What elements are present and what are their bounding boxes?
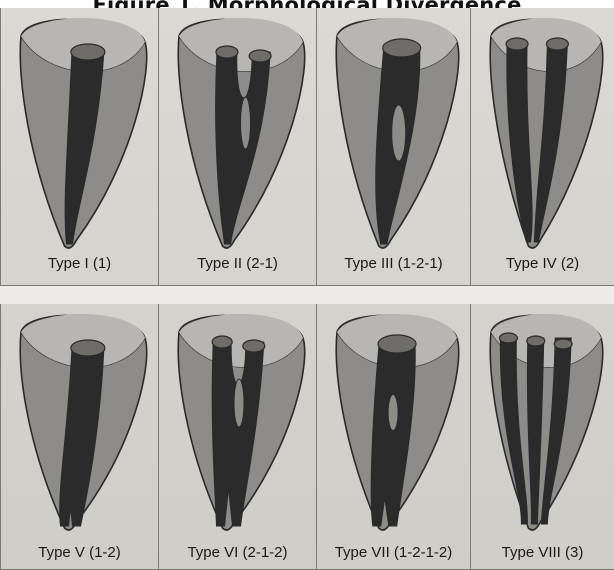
tooth-diagram-type-7	[317, 304, 471, 540]
panel-caption: Type VII (1-2-1-2)	[317, 544, 470, 561]
tooth-diagram-type-5	[1, 304, 159, 540]
panel-type-4: Type IV (2)	[470, 8, 614, 286]
canal-orifice	[249, 50, 271, 62]
root-canal	[371, 344, 415, 526]
tooth-diagram-type-3	[317, 8, 471, 258]
panel-type-5: Type V (1-2)	[0, 304, 158, 570]
panel-caption: Type V (1-2)	[1, 544, 158, 561]
tooth-diagram-type-2	[159, 8, 317, 258]
panel-type-3: Type III (1-2-1)	[316, 8, 470, 286]
diagram-grid: Type I (1) Type II (2-1) Type III (1-2-1…	[0, 8, 614, 570]
panel-type-8: Type VIII (3)	[470, 304, 614, 570]
panel-caption: Type VI (2-1-2)	[159, 544, 316, 561]
canal-orifice	[527, 336, 545, 346]
canal-orifice	[71, 44, 105, 60]
row-separator	[0, 286, 614, 304]
canal-orifice	[243, 340, 265, 352]
canal-orifice	[383, 39, 421, 57]
canal-orifice	[506, 38, 528, 50]
canal-orifice	[378, 335, 416, 353]
canal-orifice	[554, 339, 572, 349]
panel-caption: Type II (2-1)	[159, 255, 316, 272]
canal-orifice	[212, 336, 232, 348]
canal-orifice	[71, 340, 105, 356]
tooth-diagram-type-4	[471, 8, 614, 258]
canal-orifice	[546, 38, 568, 50]
tooth-diagram-type-6	[159, 304, 317, 540]
panel-caption: Type III (1-2-1)	[317, 255, 470, 272]
tooth-diagram-type-8	[471, 304, 614, 540]
tooth-diagram-type-1	[1, 8, 159, 258]
canal-orifice	[216, 46, 238, 58]
canal-island	[234, 379, 244, 427]
canal-island	[388, 395, 398, 431]
canal-orifice	[499, 333, 517, 343]
panel-type-6: Type VI (2-1-2)	[158, 304, 316, 570]
canal-island	[392, 105, 406, 161]
panel-type-1: Type I (1)	[0, 8, 158, 286]
panel-caption: Type IV (2)	[471, 255, 614, 272]
canal-island	[241, 97, 251, 149]
panel-caption: Type VIII (3)	[471, 544, 614, 561]
panel-type-2: Type II (2-1)	[158, 8, 316, 286]
panel-type-7: Type VII (1-2-1-2)	[316, 304, 470, 570]
panel-caption: Type I (1)	[1, 255, 158, 272]
